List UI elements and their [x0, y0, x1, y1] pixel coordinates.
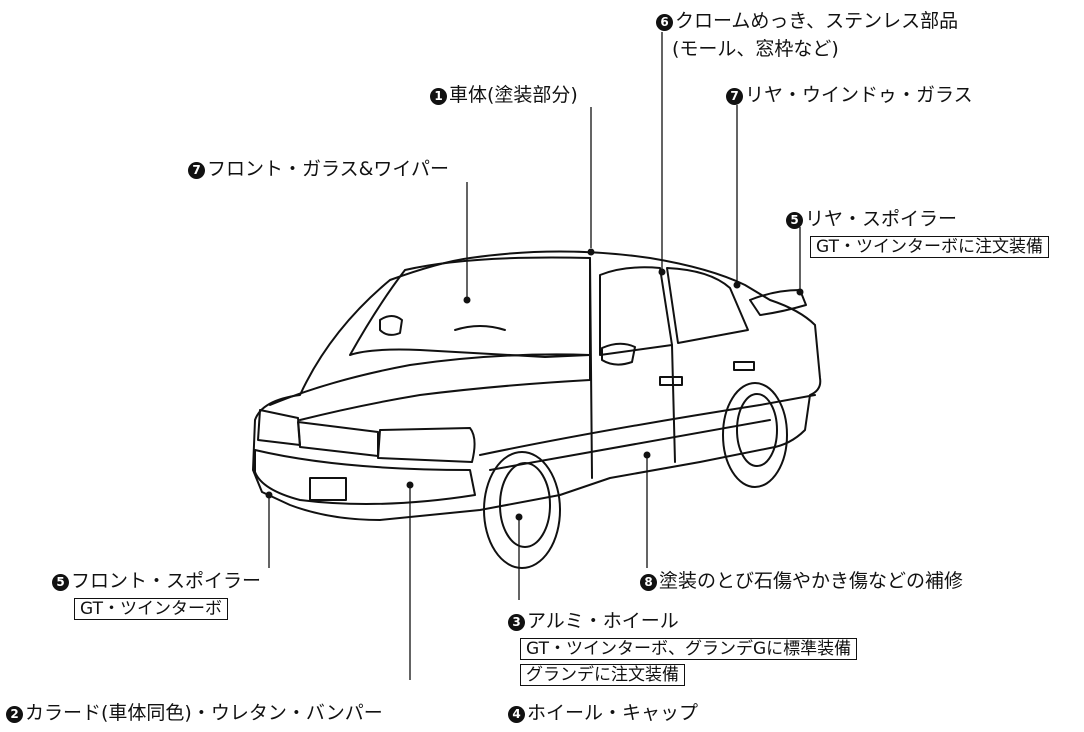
label-front-glass-text: フロント・ガラス&ワイパー — [207, 158, 450, 180]
label-cap-text: ホイール・キャップ — [527, 702, 699, 724]
grille — [297, 421, 379, 457]
label-repair-text: 塗装のとび石傷やかき傷などの補修 — [659, 570, 964, 592]
alloy-note-box-1: GT・ツインターボ、グランデGに標準装備 — [520, 638, 858, 660]
door-line — [671, 344, 676, 463]
windshield — [349, 256, 591, 358]
front-wheel — [483, 451, 561, 569]
callout-number-6: 6 — [656, 14, 673, 31]
callout-number-7: 7 — [726, 88, 743, 105]
label-chrome-text: クロームめっき、ステンレス部品 — [675, 10, 959, 32]
door-handle — [733, 361, 755, 371]
headlight — [257, 409, 301, 446]
door-line — [589, 257, 593, 479]
callout-number-7: 7 — [188, 162, 205, 179]
license-plate — [309, 477, 347, 501]
side-mirror — [601, 342, 636, 366]
hood-line — [269, 353, 591, 421]
callout-number-4: 4 — [508, 706, 525, 723]
front-wheel-rim — [499, 462, 551, 548]
car-body-outline — [252, 250, 822, 521]
callout-number-5: 5 — [786, 212, 803, 229]
rear-spoiler — [749, 289, 807, 316]
label-bumper-text: カラード(車体同色)・ウレタン・バンパー — [25, 702, 383, 724]
label-front-spoiler-text: フロント・スポイラー — [71, 570, 262, 592]
label-body-text: 車体(塗装部分) — [449, 84, 578, 106]
headlight — [377, 427, 476, 463]
front-door-window — [599, 266, 673, 356]
callout-number-3: 3 — [508, 614, 525, 631]
rear-spoiler-note-box: GT・ツインターボに注文装備 — [810, 236, 1049, 258]
callout-number-8: 8 — [640, 574, 657, 591]
side-molding — [479, 394, 816, 456]
door-handle — [659, 376, 683, 386]
steering-wheel — [454, 325, 506, 331]
label-alloy-text: アルミ・ホイール — [527, 610, 679, 632]
side-mirror — [379, 315, 403, 336]
label-chrome-sub: (モール、窓枠など) — [672, 38, 839, 60]
callout-number-5: 5 — [52, 574, 69, 591]
rear-wheel-rim — [736, 393, 778, 467]
alloy-note-box-2: グランデに注文装備 — [520, 664, 685, 686]
callout-number-2: 2 — [6, 706, 23, 723]
label-rear-glass-text: リヤ・ウインドゥ・ガラス — [745, 84, 973, 106]
front-bumper — [254, 449, 476, 505]
callout-number-1: 1 — [430, 88, 447, 105]
label-rear-spoiler-text: リヤ・スポイラー — [805, 208, 958, 230]
rear-door-window — [666, 267, 749, 344]
front-spoiler-note-box: GT・ツインターボ — [74, 598, 228, 620]
rear-wheel — [722, 382, 788, 488]
